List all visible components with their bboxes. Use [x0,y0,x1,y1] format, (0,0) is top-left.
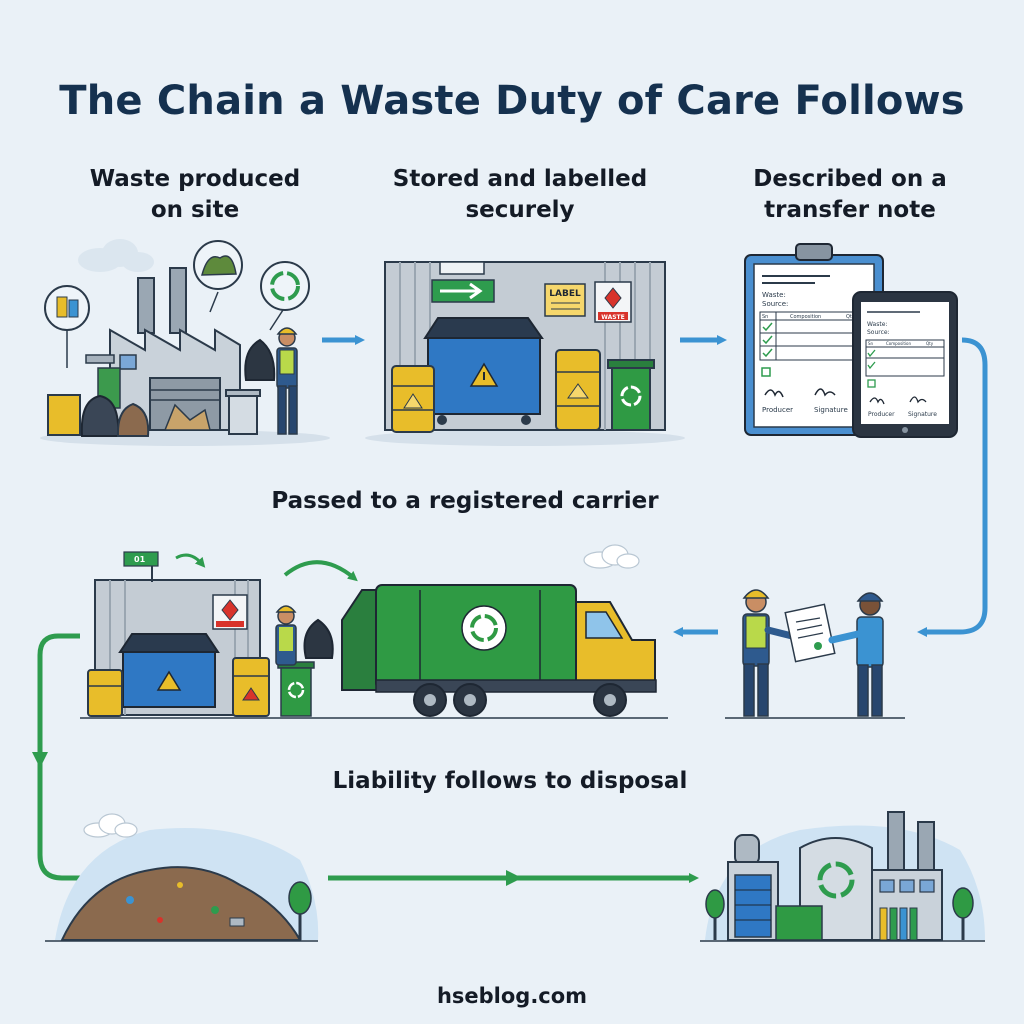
tablet-col-composition: Composition [886,341,911,346]
storage-area-scene: LABEL WASTE [365,261,685,446]
form-col-composition: Composition [790,314,821,320]
form-waste-line: Waste: [762,291,786,299]
flow-arrow-carrier-to-landfill [37,633,97,883]
hazard-sign: WASTE [594,281,632,323]
producer-worker-icon [742,589,796,717]
step-label-disposal: Liability follows to disposal [332,768,688,794]
step-label-line: Waste produced [89,166,301,192]
direction-sign-icon [431,279,495,303]
step-label-stored: Stored and labelled securely [360,164,680,226]
landfill-heap-icon [60,866,302,941]
tablet-icon: Waste: Source: Sn Composition Qty Produc… [852,291,958,438]
flow-arrow-transfer-to-handover [917,337,988,637]
dumpster-icon [118,633,220,708]
garbage-truck-icon [341,584,657,717]
barrel-icon [87,669,123,717]
tablet-signature-label: Signature [908,411,937,418]
cloud-icon [78,239,154,272]
facility-icon [727,811,943,941]
tree-icon [705,889,725,940]
carrier-collection-scene: 01 [80,544,668,719]
document-icon [784,603,836,663]
cloud-icon [583,544,640,569]
trash-can-icon [225,389,261,435]
step-label-carrier: Passed to a registered carrier [271,488,659,514]
landfill-scene [45,813,319,942]
step-label-produced: Waste produced on site [40,164,350,226]
form-signature-label: Signature [814,406,848,414]
label-sign: LABEL [544,283,586,317]
waste-produced-scene [40,239,330,446]
barrel-icon [391,365,435,433]
cloud-icon [83,813,138,838]
recycle-bin-icon [277,661,315,717]
flow-arrow-curve [283,560,358,582]
tablet-producer-label: Producer [868,411,895,418]
step-label-line: Stored and labelled [392,166,648,192]
flow-arrow-marker [32,752,48,768]
flow-arrow-curve [175,553,206,568]
waste-bags-icon [47,394,211,437]
handover-scene [725,589,905,719]
form-col-sn: Sn [762,314,768,320]
tablet-col-qty: Qty [926,341,934,346]
recycle-icon [817,861,855,899]
tablet-source-line: Source: [867,329,890,336]
recycle-bin-icon [607,359,655,431]
dumpster-icon [423,317,544,425]
disposal-facility-scene [700,811,985,942]
carrier-worker-icon [828,592,884,717]
hazard-sign [212,594,248,630]
ground-shadow [365,430,685,446]
worker-icon [244,327,298,435]
recycle-bubble-icon [260,261,310,331]
form-col-qty: Qty [846,314,855,320]
step-label-line: Described on a [753,166,947,192]
tablet-waste-line: Waste: [867,321,887,328]
tree-icon [288,881,312,940]
step-label-line: transfer note [764,197,936,223]
loader-worker-icon [275,605,334,666]
material-bubble-icon [44,285,90,368]
form-producer-label: Producer [762,406,793,414]
form-source-line: Source: [762,300,788,308]
footer-site-name: hseblog.com [436,984,588,1008]
hazard-sign-text: WASTE [601,314,625,321]
barrel-icon [232,657,270,717]
tablet-col-sn: Sn [868,341,874,346]
clipboard-icon: Waste: Source: Sn Composition Qty Produc… [744,243,884,436]
step-label-line: securely [465,197,575,223]
step-label-transfer-note: Described on a transfer note [690,164,1010,226]
waste-pile-bubble-icon [193,240,243,313]
label-sign-text: LABEL [549,289,581,299]
bin-tag-text: 01 [134,555,146,564]
barrel-icon [555,349,601,431]
tree-icon [952,887,974,940]
step-label-line: on site [150,197,240,223]
transfer-note-scene: Waste: Source: Sn Composition Qty Produc… [744,243,958,438]
recycle-icon [461,605,507,651]
page-title: The Chain a Waste Duty of Care Follows [59,78,965,124]
bin-tag-sign: 01 [123,551,159,582]
flow-arrow-marker [506,870,522,886]
